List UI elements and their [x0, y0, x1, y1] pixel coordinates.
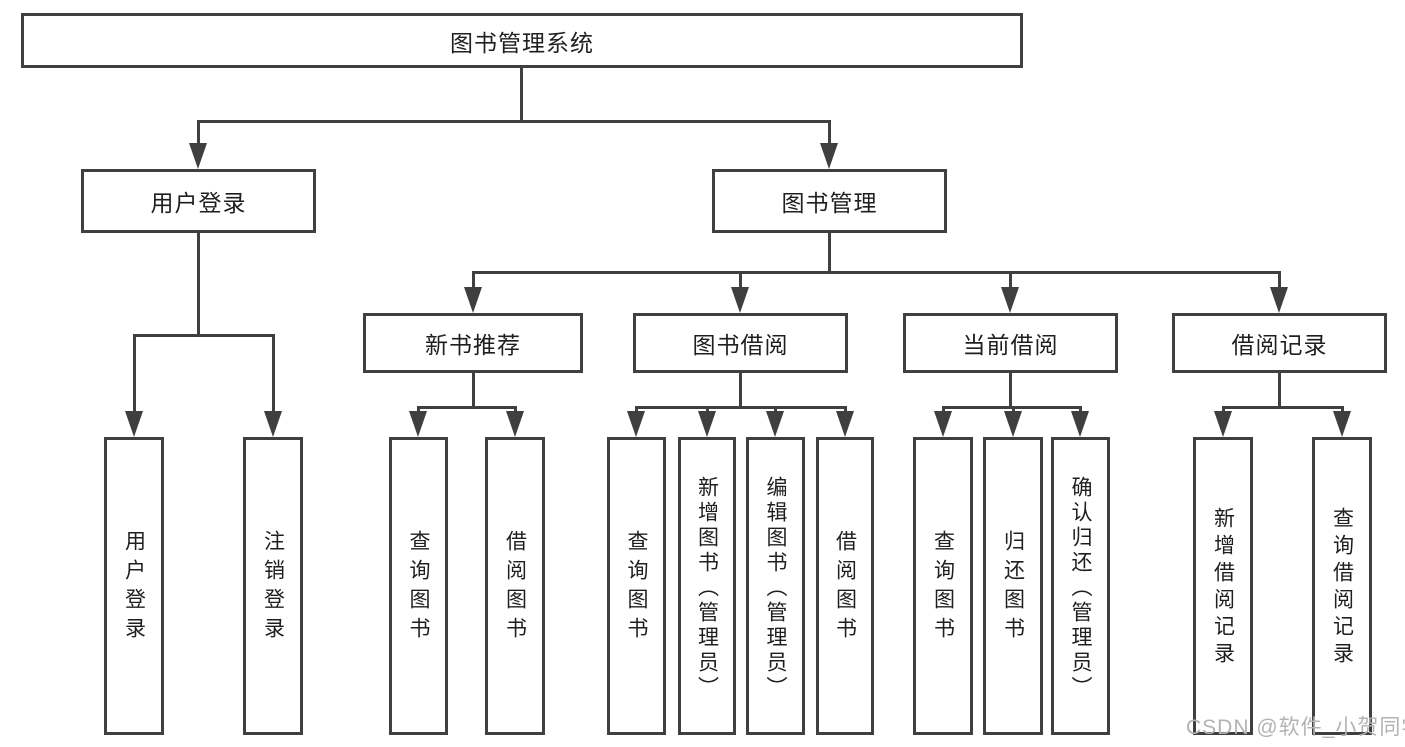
connector-arm-new-book-recommend	[472, 271, 475, 289]
leaf-borrowing-edit-books-admin: 编辑图书（管理员）	[746, 437, 805, 735]
arrowhead-current-return	[1004, 411, 1022, 437]
leaf-borrowing-borrow-books: 借阅图书	[816, 437, 874, 735]
connector-arm-recommend-borrow	[514, 406, 517, 414]
connector-recommend-split	[417, 406, 517, 409]
leaf-recommend-query-books: 查询图书	[389, 437, 448, 735]
connector-arm-leaf-user-login	[133, 334, 136, 413]
leaf-current-confirm-return-admin: 确认归还（管理员）	[1051, 437, 1110, 735]
connector-arm-current-confirm	[1079, 406, 1082, 414]
arrowhead-records-add	[1214, 411, 1232, 437]
connector-records-split	[1222, 406, 1344, 409]
connector-root-stem	[520, 68, 523, 120]
arrowhead-records-query	[1333, 411, 1351, 437]
arrowhead-borrowing-query	[627, 411, 645, 437]
connector-current-stem	[1009, 373, 1012, 406]
connector-arm-borrowing-add	[706, 406, 709, 414]
connector-user-login-stem	[197, 233, 200, 334]
node-borrowing-records: 借阅记录	[1172, 313, 1387, 373]
connector-arm-current-return	[1012, 406, 1015, 414]
arrowhead-current-query	[934, 411, 952, 437]
connector-records-stem	[1278, 373, 1281, 406]
leaf-logout: 注销登录	[243, 437, 303, 735]
connector-arm-book-borrowing	[739, 271, 742, 289]
connector-user-group-split	[133, 334, 275, 337]
connector-arm-current-query	[942, 406, 945, 414]
arrowhead-leaf-logout	[264, 411, 282, 437]
arrowhead-borrowing-records	[1270, 287, 1288, 313]
leaf-current-query-books: 查询图书	[913, 437, 973, 735]
leaf-user-login: 用户登录	[104, 437, 164, 735]
leaf-borrowing-query-books: 查询图书	[607, 437, 666, 735]
arrowhead-recommend-borrow	[506, 411, 524, 437]
watermark-text: CSDN @软件_小贺同学	[1186, 716, 1405, 739]
leaf-borrowing-add-books-admin: 新增图书（管理员）	[678, 437, 736, 735]
connector-borrowing-stem	[739, 373, 742, 406]
connector-arm-leaf-logout	[272, 334, 275, 413]
connector-arm-records-add	[1222, 406, 1225, 414]
leaf-records-add-record: 新增借阅记录	[1193, 437, 1253, 735]
connector-book-management-stem	[828, 233, 831, 271]
node-current-borrowing: 当前借阅	[903, 313, 1118, 373]
arrowhead-new-book-recommend	[464, 287, 482, 313]
leaf-recommend-borrow-books: 借阅图书	[485, 437, 545, 735]
connector-arm-records-query	[1341, 406, 1344, 414]
arrowhead-current-borrowing	[1001, 287, 1019, 313]
connector-arm-borrowing-records	[1278, 271, 1281, 289]
arrowhead-borrowing-borrow	[836, 411, 854, 437]
arrowhead-user-login	[189, 143, 207, 169]
connector-arm-recommend-query	[417, 406, 420, 414]
arrowhead-current-confirm	[1071, 411, 1089, 437]
connector-arm-borrowing-borrow	[844, 406, 847, 414]
arrowhead-borrowing-edit	[766, 411, 784, 437]
arrowhead-book-borrowing	[731, 287, 749, 313]
node-new-book-recommend: 新书推荐	[363, 313, 583, 373]
connector-level2-split	[197, 120, 831, 123]
connector-level3-split	[472, 271, 1280, 274]
arrowhead-borrowing-add	[698, 411, 716, 437]
leaf-current-return-books: 归还图书	[983, 437, 1043, 735]
connector-arm-user-login	[197, 120, 200, 145]
arrowhead-leaf-user-login	[125, 411, 143, 437]
node-book-management: 图书管理	[712, 169, 947, 233]
connector-arm-book-management	[828, 120, 831, 145]
connector-arm-borrowing-query	[635, 406, 638, 414]
node-library-management-system: 图书管理系统	[21, 13, 1023, 68]
connector-arm-borrowing-edit	[774, 406, 777, 414]
arrowhead-book-management	[820, 143, 838, 169]
connector-borrowing-split	[635, 406, 847, 409]
connector-arm-current-borrowing	[1009, 271, 1012, 289]
node-book-borrowing: 图书借阅	[633, 313, 848, 373]
connector-recommend-stem	[472, 373, 475, 406]
arrowhead-recommend-query	[409, 411, 427, 437]
leaf-records-query-record: 查询借阅记录	[1312, 437, 1372, 735]
node-user-login: 用户登录	[81, 169, 316, 233]
